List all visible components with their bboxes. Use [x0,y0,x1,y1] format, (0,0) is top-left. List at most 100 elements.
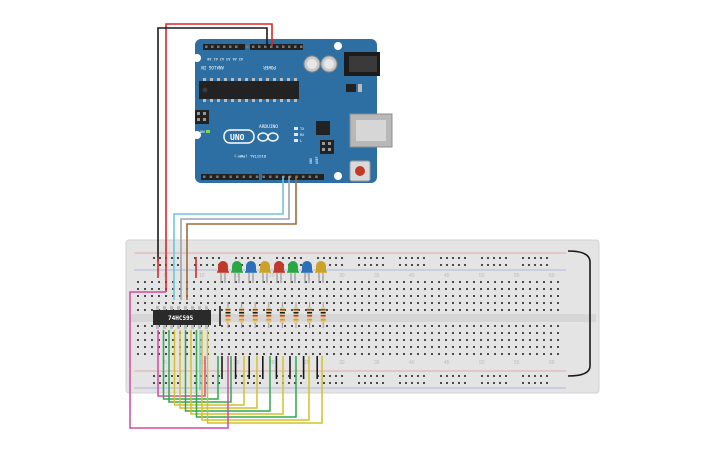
breadboard-hole[interactable] [382,281,384,283]
rail-hole[interactable] [241,375,243,377]
breadboard-hole[interactable] [151,339,153,341]
breadboard-hole[interactable] [228,339,230,341]
rail-hole[interactable] [493,257,495,259]
rail-hole[interactable] [294,382,296,384]
breadboard-hole[interactable] [473,309,475,311]
breadboard-hole[interactable] [137,295,139,297]
rail-hole[interactable] [546,257,548,259]
breadboard-hole[interactable] [410,302,412,304]
breadboard-hole[interactable] [515,295,517,297]
breadboard-hole[interactable] [284,346,286,348]
breadboard-hole[interactable] [543,353,545,355]
breadboard-hole[interactable] [550,325,552,327]
rail-hole[interactable] [323,382,325,384]
breadboard-hole[interactable] [228,332,230,334]
breadboard-hole[interactable] [347,339,349,341]
breadboard-hole[interactable] [256,325,258,327]
breadboard-hole[interactable] [319,295,321,297]
breadboard-hole[interactable] [480,309,482,311]
header-pin[interactable] [242,175,246,179]
breadboard-hole[interactable] [515,309,517,311]
breadboard-hole[interactable] [417,353,419,355]
breadboard-hole[interactable] [151,288,153,290]
breadboard-hole[interactable] [375,302,377,304]
breadboard-hole[interactable] [256,346,258,348]
breadboard-hole[interactable] [368,288,370,290]
rail-hole[interactable] [171,264,173,266]
breadboard-hole[interactable] [214,339,216,341]
breadboard-hole[interactable] [522,309,524,311]
rail-hole[interactable] [446,375,448,377]
breadboard-hole[interactable] [137,309,139,311]
breadboard-hole[interactable] [354,302,356,304]
breadboard-hole[interactable] [487,332,489,334]
breadboard-hole[interactable] [242,295,244,297]
breadboard-hole[interactable] [396,302,398,304]
breadboard-hole[interactable] [431,332,433,334]
breadboard-hole[interactable] [158,302,160,304]
breadboard-hole[interactable] [452,302,454,304]
wire-data-serial[interactable] [173,176,284,300]
breadboard-hole[interactable] [536,302,538,304]
header-pin[interactable] [269,175,272,179]
breadboard-hole[interactable] [466,281,468,283]
rail-hole[interactable] [417,257,419,259]
rail-hole[interactable] [534,264,536,266]
breadboard-hole[interactable] [298,309,300,311]
wire-latch[interactable] [180,176,290,300]
breadboard-hole[interactable] [368,346,370,348]
breadboard-hole[interactable] [361,325,363,327]
rail-hole[interactable] [171,375,173,377]
breadboard-hole[interactable] [375,332,377,334]
rail-hole[interactable] [364,375,366,377]
breadboard-hole[interactable] [403,353,405,355]
breadboard-hole[interactable] [284,332,286,334]
breadboard-hole[interactable] [214,353,216,355]
breadboard-hole[interactable] [424,295,426,297]
breadboard-hole[interactable] [312,288,314,290]
breadboard-hole[interactable] [319,281,321,283]
breadboard-hole[interactable] [144,281,146,283]
breadboard-hole[interactable] [347,332,349,334]
breadboard-hole[interactable] [137,288,139,290]
breadboard-hole[interactable] [396,332,398,334]
breadboard-hole[interactable] [235,288,237,290]
breadboard-hole[interactable] [249,346,251,348]
breadboard-hole[interactable] [221,281,223,283]
breadboard-hole[interactable] [445,281,447,283]
rail-hole[interactable] [382,264,384,266]
rail-hole[interactable] [481,382,483,384]
rail-hole[interactable] [241,264,243,266]
rail-hole[interactable] [200,375,202,377]
breadboard-hole[interactable] [494,281,496,283]
breadboard-hole[interactable] [193,332,195,334]
rail-hole[interactable] [300,375,302,377]
rail-hole[interactable] [481,375,483,377]
header-pin[interactable] [300,45,303,49]
breadboard-hole[interactable] [214,302,216,304]
breadboard-hole[interactable] [361,288,363,290]
breadboard-hole[interactable] [186,332,188,334]
breadboard-hole[interactable] [221,332,223,334]
breadboard-hole[interactable] [298,302,300,304]
breadboard-hole[interactable] [375,281,377,283]
breadboard-hole[interactable] [375,288,377,290]
rail-hole[interactable] [411,257,413,259]
breadboard-hole[interactable] [368,332,370,334]
rail-hole[interactable] [399,382,401,384]
breadboard-hole[interactable] [417,281,419,283]
breadboard-hole[interactable] [347,295,349,297]
rail-hole[interactable] [546,264,548,266]
breadboard-hole[interactable] [529,309,531,311]
breadboard-hole[interactable] [550,339,552,341]
breadboard-hole[interactable] [403,309,405,311]
rail-hole[interactable] [341,257,343,259]
rail-hole[interactable] [528,375,530,377]
rail-hole[interactable] [493,264,495,266]
breadboard-hole[interactable] [410,325,412,327]
shift-register-74hc595[interactable]: 74HC595 [153,306,211,329]
breadboard-hole[interactable] [529,295,531,297]
breadboard-hole[interactable] [263,346,265,348]
breadboard-hole[interactable] [333,332,335,334]
breadboard-hole[interactable] [137,325,139,327]
